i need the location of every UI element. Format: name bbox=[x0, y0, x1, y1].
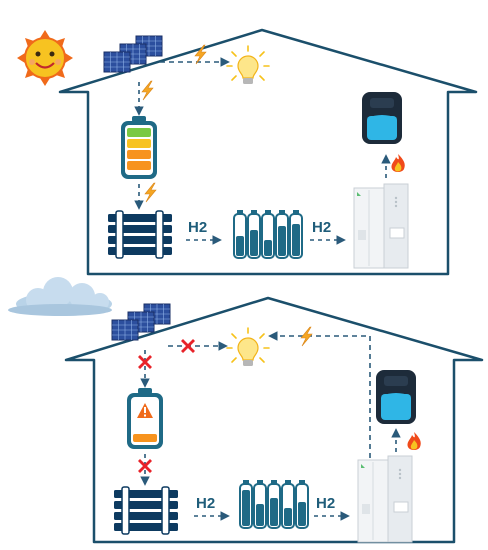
electrolyzer-icon bbox=[108, 210, 172, 259]
h2-label: H2 bbox=[312, 219, 331, 236]
scenario-cloudy: H2 H2 bbox=[8, 277, 484, 544]
battery-charged-icon bbox=[121, 116, 157, 179]
solar-panels bbox=[103, 35, 163, 73]
flame-icon bbox=[391, 154, 405, 172]
solar-panels bbox=[111, 303, 171, 341]
flame-icon bbox=[407, 432, 421, 450]
house-outline bbox=[58, 28, 478, 276]
electrolyzer-icon bbox=[114, 486, 178, 535]
fuel-cell-unit-icon bbox=[353, 183, 409, 269]
scenario-sunny: H2 H2 bbox=[17, 28, 478, 276]
cloud-icon bbox=[8, 277, 112, 316]
water-heater-icon bbox=[376, 370, 416, 424]
water-heater-icon bbox=[362, 92, 402, 144]
fuel-cell-unit-icon bbox=[357, 455, 413, 543]
fuel-cell-to-light-arrow bbox=[268, 331, 371, 458]
light-bulb-icon bbox=[226, 45, 270, 85]
lightning-icon bbox=[144, 182, 157, 203]
house-outline bbox=[64, 296, 484, 544]
hydrogen-tanks-icon bbox=[233, 209, 303, 259]
hydrogen-tanks-icon bbox=[239, 479, 309, 529]
lightning-icon bbox=[141, 80, 154, 101]
blocked-cross-icon bbox=[181, 339, 195, 353]
h2-label: H2 bbox=[196, 495, 215, 512]
sun-icon bbox=[17, 30, 73, 86]
battery-depleted-icon bbox=[127, 388, 163, 449]
h2-label: H2 bbox=[316, 495, 335, 512]
light-bulb-icon bbox=[226, 327, 270, 367]
h2-label: H2 bbox=[188, 219, 207, 236]
